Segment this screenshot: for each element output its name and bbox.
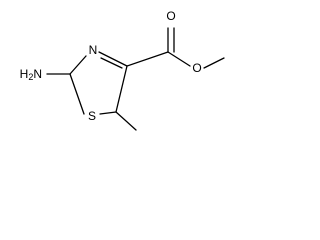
atom-ester-o-label: O (192, 61, 201, 75)
bond-s1-c2 (69, 73, 85, 115)
atom-nh2-h: H (20, 67, 29, 81)
bond-c2-n3 (69, 55, 87, 75)
bond-c5-s1 (99, 111, 117, 115)
bond-n3-c4-double (100, 57, 123, 69)
bond-n3-c4 (98, 51, 128, 67)
atom-ring-s-label: S (88, 109, 96, 123)
atom-nh2-n: N (33, 67, 42, 81)
bond-c4-c5 (115, 65, 128, 113)
structure-diagram: N S O O H2N (20, 9, 225, 131)
bond-c5-methyl (115, 111, 137, 131)
atom-nh2-sub: 2 (28, 72, 33, 82)
atom-ring-n-label: N (89, 43, 98, 57)
bond-c4-ester-c (126, 51, 169, 67)
bond-ester-c-ester-o (167, 51, 191, 67)
atom-carbonyl-o-label: O (166, 9, 175, 23)
atom-nh2-label: H2N (20, 67, 42, 82)
bond-ester-o-methyl (203, 57, 225, 69)
